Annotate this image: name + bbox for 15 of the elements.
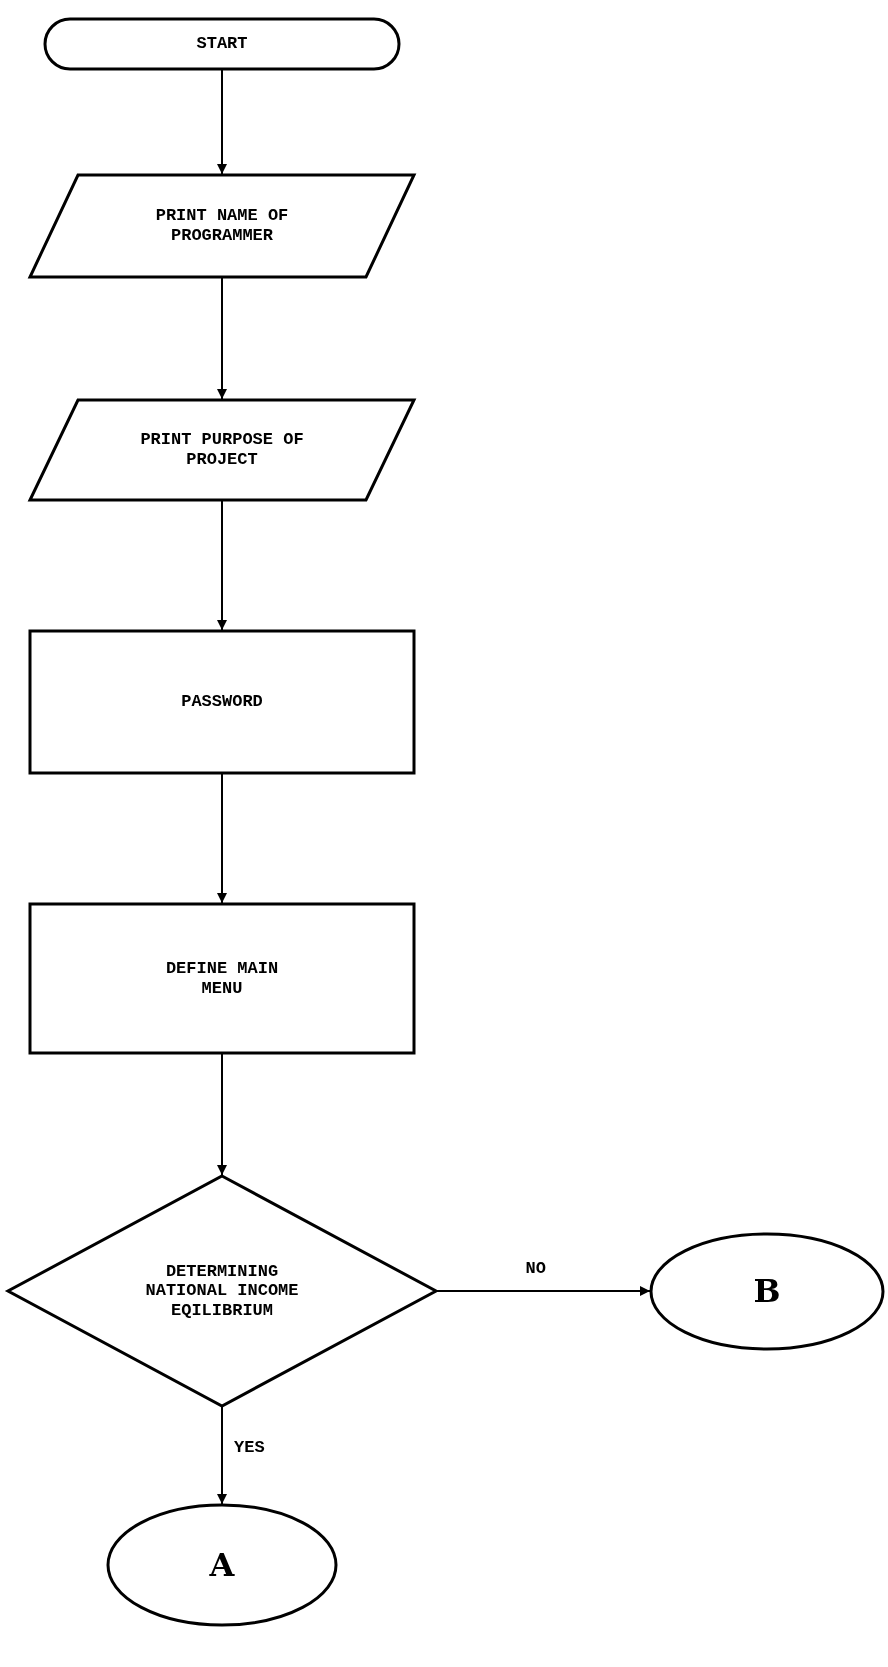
- node-text: PASSWORD: [181, 692, 263, 712]
- node-text: PRINT PURPOSE OF PROJECT: [139, 430, 305, 470]
- arrow: [217, 773, 227, 904]
- arrow: [436, 1286, 651, 1296]
- node-text: DETERMINING NATIONAL INCOME EQILIBRIUM: [144, 1261, 300, 1321]
- node-text: DEFINE MAIN MENU: [164, 958, 280, 999]
- connector-letter: B: [753, 1273, 781, 1310]
- arrow: [217, 69, 227, 175]
- arrow: [217, 1053, 227, 1176]
- node-text: START: [196, 34, 248, 54]
- connector-letter: A: [209, 1546, 235, 1584]
- node-text: PRINT NAME OF PROGRAMMER: [154, 206, 290, 246]
- arrow: [217, 277, 227, 400]
- arrow: [217, 1406, 227, 1505]
- arrow: [217, 500, 227, 631]
